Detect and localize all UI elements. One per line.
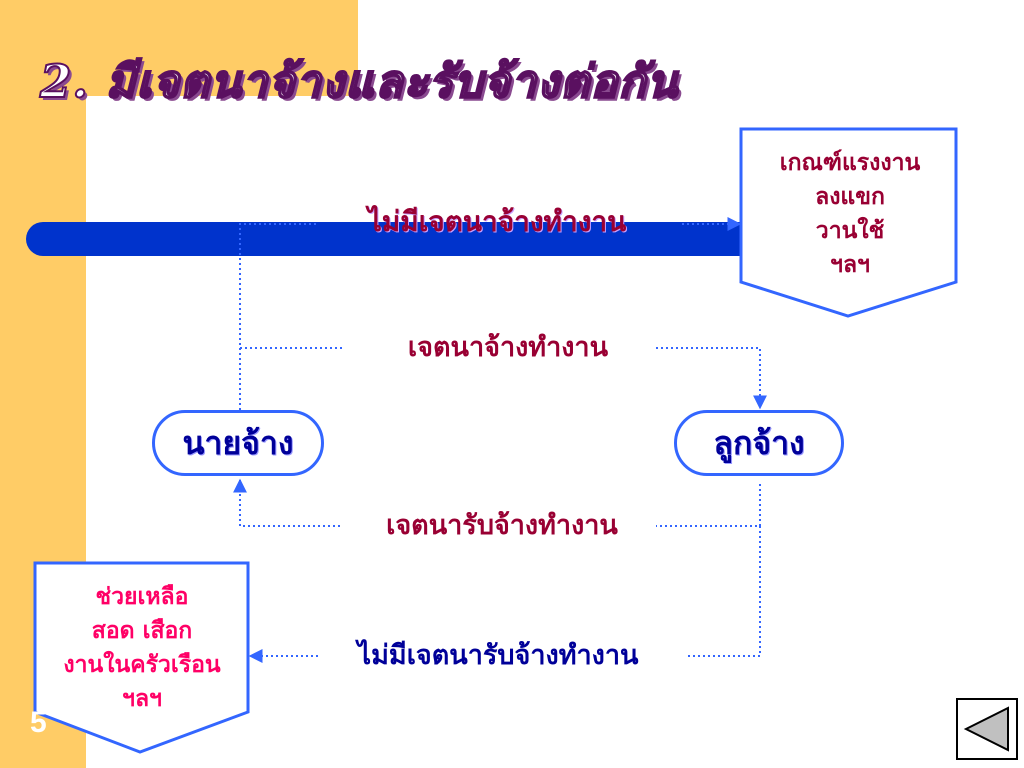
triangle-left-icon (963, 706, 1009, 752)
callout-bottom-left-text: ช่วยเหลือ สอด เสือก งานในครัวเรือน ฯลฯ (34, 580, 250, 716)
nav-previous-button[interactable] (956, 698, 1018, 760)
flow-label-no-intent-accept: ไม่มีเจตนารับจ้างทำงาน (357, 640, 639, 671)
connector-no-intent-accept-right (688, 526, 761, 657)
flow-label-intent-hire: เจตนาจ้างทำงาน (407, 332, 609, 363)
top-decor-band (86, 0, 358, 96)
connector-no-intent-hire-left (239, 223, 318, 410)
callout-bottom-left-line-4: ฯลฯ (122, 686, 162, 712)
node-employer: นายจ้าง (152, 410, 324, 476)
connector-intent-accept-left (233, 478, 340, 527)
connector-intent-accept-right (656, 484, 761, 527)
flow-label-no-intent-hire: ไม่มีเจตนาจ้างทำงาน (367, 205, 627, 238)
callout-bottom-left-line-3: งานในครัวเรือน (63, 652, 221, 678)
callout-top-right-line-3: วานใช้ (815, 218, 885, 244)
node-employee: ลูกจ้าง (674, 410, 844, 476)
node-employer-label: นายจ้าง (182, 423, 294, 462)
callout-top-right-line-1: เกณฑ์แรงงาน (779, 150, 921, 176)
horizontal-accent-bar (26, 222, 856, 256)
callout-top-right-line-4: ฯลฯ (830, 252, 870, 278)
slide-page-number: 5 (30, 706, 47, 739)
callout-top-right-shape (739, 127, 958, 318)
callout-bottom-left-shape (33, 561, 250, 754)
callout-top-right-text: เกณฑ์แรงงาน ลงแขก วานใช้ ฯลฯ (742, 146, 958, 282)
callout-top-right-line-2: ลงแขก (815, 184, 885, 210)
slide-title: 2. มีเจตนาจ้างและรับจ้างต่อกัน (39, 54, 679, 109)
callout-bottom-left-line-1: ช่วยเหลือ (95, 584, 189, 610)
flow-label-intent-accept: เจตนารับจ้างทำงาน (386, 510, 618, 541)
callout-bottom-left-line-2: สอด เสือก (91, 618, 193, 644)
node-employee-label: ลูกจ้าง (713, 423, 805, 462)
connector-intent-hire-right (656, 347, 767, 410)
